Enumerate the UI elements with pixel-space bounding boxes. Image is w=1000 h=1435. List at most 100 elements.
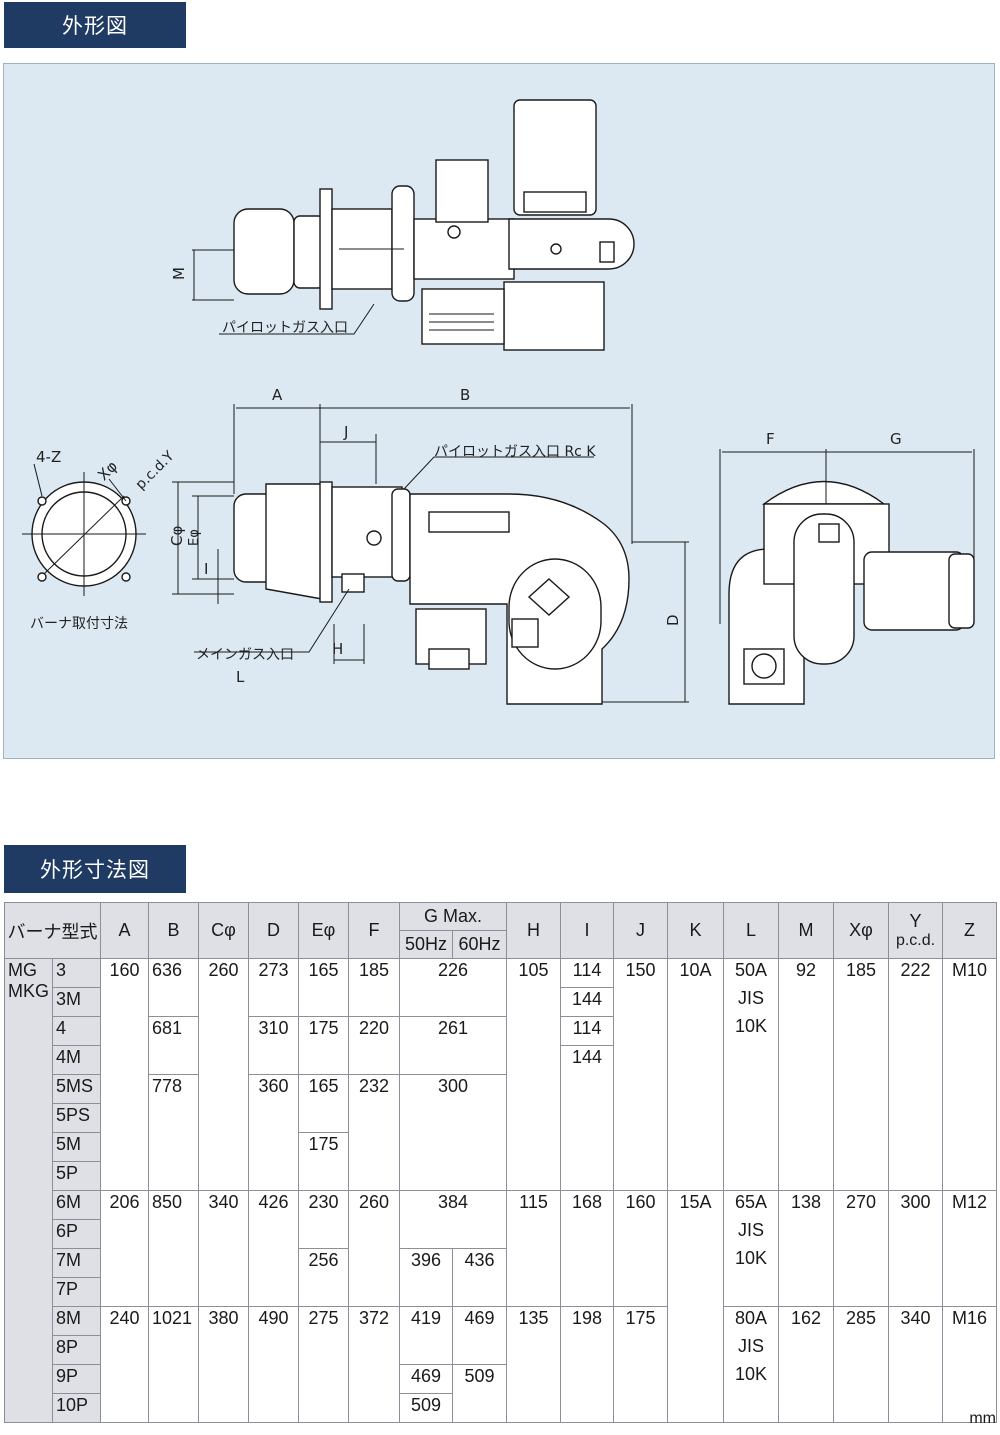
cell-G60: 509 <box>451 1364 508 1423</box>
header-L: L <box>723 902 780 959</box>
dim-label-X: Xφ <box>94 457 121 484</box>
header-J: J <box>613 902 669 959</box>
cell-A: 206 <box>100 1190 149 1307</box>
header-B: B <box>148 902 199 959</box>
label-main-gas-inlet: メインガス入口 <box>196 647 294 663</box>
cell-D: 490 <box>248 1306 299 1423</box>
cell-G: 261 <box>398 1016 508 1075</box>
dimension-section-title: 外形寸法図 <box>4 845 186 893</box>
cell-B: 681 <box>148 1016 199 1075</box>
cell-G50: 469 <box>399 1364 453 1394</box>
cell-Y: 340 <box>888 1306 944 1423</box>
cell-I: 198 <box>560 1306 615 1423</box>
cell-M: 162 <box>778 1306 835 1423</box>
model-code: 7P <box>52 1277 101 1307</box>
dim-label-H: H <box>332 640 343 658</box>
cell-G: 384 <box>398 1190 508 1249</box>
cell-X: 185 <box>833 958 890 1191</box>
dim-label-L: L <box>236 668 245 686</box>
cell-G50: 419 <box>399 1306 453 1365</box>
cell-B: 850 <box>148 1190 199 1307</box>
unit-label: mm <box>969 1410 996 1427</box>
cell-Y: 222 <box>888 958 944 1191</box>
dim-label-D: D <box>664 614 682 626</box>
model-code: 3 <box>52 958 101 988</box>
model-code: 5P <box>52 1161 101 1191</box>
header-X: Xφ <box>833 902 890 959</box>
cell-G: 226 <box>398 958 508 1017</box>
header-M: M <box>778 902 835 959</box>
model-code: 6M <box>52 1190 101 1220</box>
cell-E: 175 <box>298 1132 349 1191</box>
cell-L-std: JIS <box>738 1336 765 1356</box>
dim-label-J: J <box>343 423 348 441</box>
dim-label-G: G <box>890 430 902 448</box>
table-row: 5PS <box>5 1103 997 1133</box>
header-E: Eφ <box>298 902 349 959</box>
cell-D: 426 <box>248 1190 299 1307</box>
cell-J: 150 <box>613 958 669 1191</box>
cell-I: 144 <box>560 987 615 1017</box>
cell-I: 114 <box>560 1016 615 1046</box>
cell-E: 256 <box>298 1248 349 1307</box>
cell-A: 160 <box>100 958 149 1191</box>
dim-label-F: F <box>766 430 775 448</box>
header-H: H <box>506 902 562 959</box>
cell-L-rating: 10K <box>735 1248 768 1268</box>
header-G-60hz: 60Hz <box>451 930 508 959</box>
cell-E: 165 <box>298 958 349 1017</box>
cell-C: 260 <box>198 958 249 1191</box>
cell-X: 285 <box>833 1306 890 1423</box>
cell-J: 175 <box>613 1306 669 1423</box>
cell-F: 232 <box>348 1074 400 1191</box>
label-pilot-gas-inlet-top: パイロットガス入口 <box>222 320 348 336</box>
cell-I: 168 <box>560 1190 615 1307</box>
table-row: 5P <box>5 1161 997 1191</box>
table-row: 8P <box>5 1335 997 1365</box>
header-A: A <box>100 902 149 959</box>
cell-L-size: 50A <box>735 960 768 980</box>
header-G: G Max. <box>398 902 508 931</box>
cell-L-size: 80A <box>735 1308 768 1328</box>
cell-Z: M16 <box>942 1306 998 1423</box>
cell-J: 160 <box>613 1190 669 1307</box>
header-Y-sub: p.c.d. <box>895 932 936 949</box>
cell-G50: 396 <box>399 1248 453 1307</box>
cell-A: 240 <box>100 1306 149 1423</box>
cell-M: 138 <box>778 1190 835 1307</box>
header-I: I <box>560 902 615 959</box>
dim-label-I: I <box>204 560 208 578</box>
cell-G60: 469 <box>451 1306 508 1365</box>
header-F: F <box>348 902 400 959</box>
cell-B: 636 <box>148 958 199 1017</box>
header-Z: Z <box>942 902 998 959</box>
cell-D: 273 <box>248 958 299 1017</box>
cell-H: 135 <box>506 1306 562 1423</box>
cell-F: 220 <box>348 1016 400 1075</box>
cell-X: 270 <box>833 1190 890 1307</box>
dim-label-B: B <box>460 386 470 404</box>
cell-C: 340 <box>198 1190 249 1307</box>
cell-B: 1021 <box>148 1306 199 1423</box>
cell-E: 165 <box>298 1074 349 1133</box>
cell-F: 185 <box>348 958 400 1017</box>
model-series-mg: MG <box>8 960 37 980</box>
header-G-50hz: 50Hz <box>399 930 453 959</box>
cell-E: 275 <box>298 1306 349 1423</box>
cell-L-std: JIS <box>738 1220 765 1240</box>
cell-G50: 509 <box>399 1393 453 1423</box>
dim-label-E: Eφ <box>187 529 202 546</box>
burner-outline-drawing: M パイロットガス入口 A B J パイロットガス入口 Rc K Cφ Eφ I… <box>22 99 975 705</box>
dim-label-C: Cφ <box>168 526 186 546</box>
model-code: 8M <box>52 1306 101 1336</box>
cell-F: 372 <box>348 1306 400 1423</box>
header-C: Cφ <box>198 902 249 959</box>
cell-L-std: JIS <box>738 988 765 1008</box>
model-code: 4 <box>52 1016 101 1046</box>
table-row: 10P 509 <box>5 1393 997 1423</box>
cell-I: 144 <box>560 1045 615 1191</box>
